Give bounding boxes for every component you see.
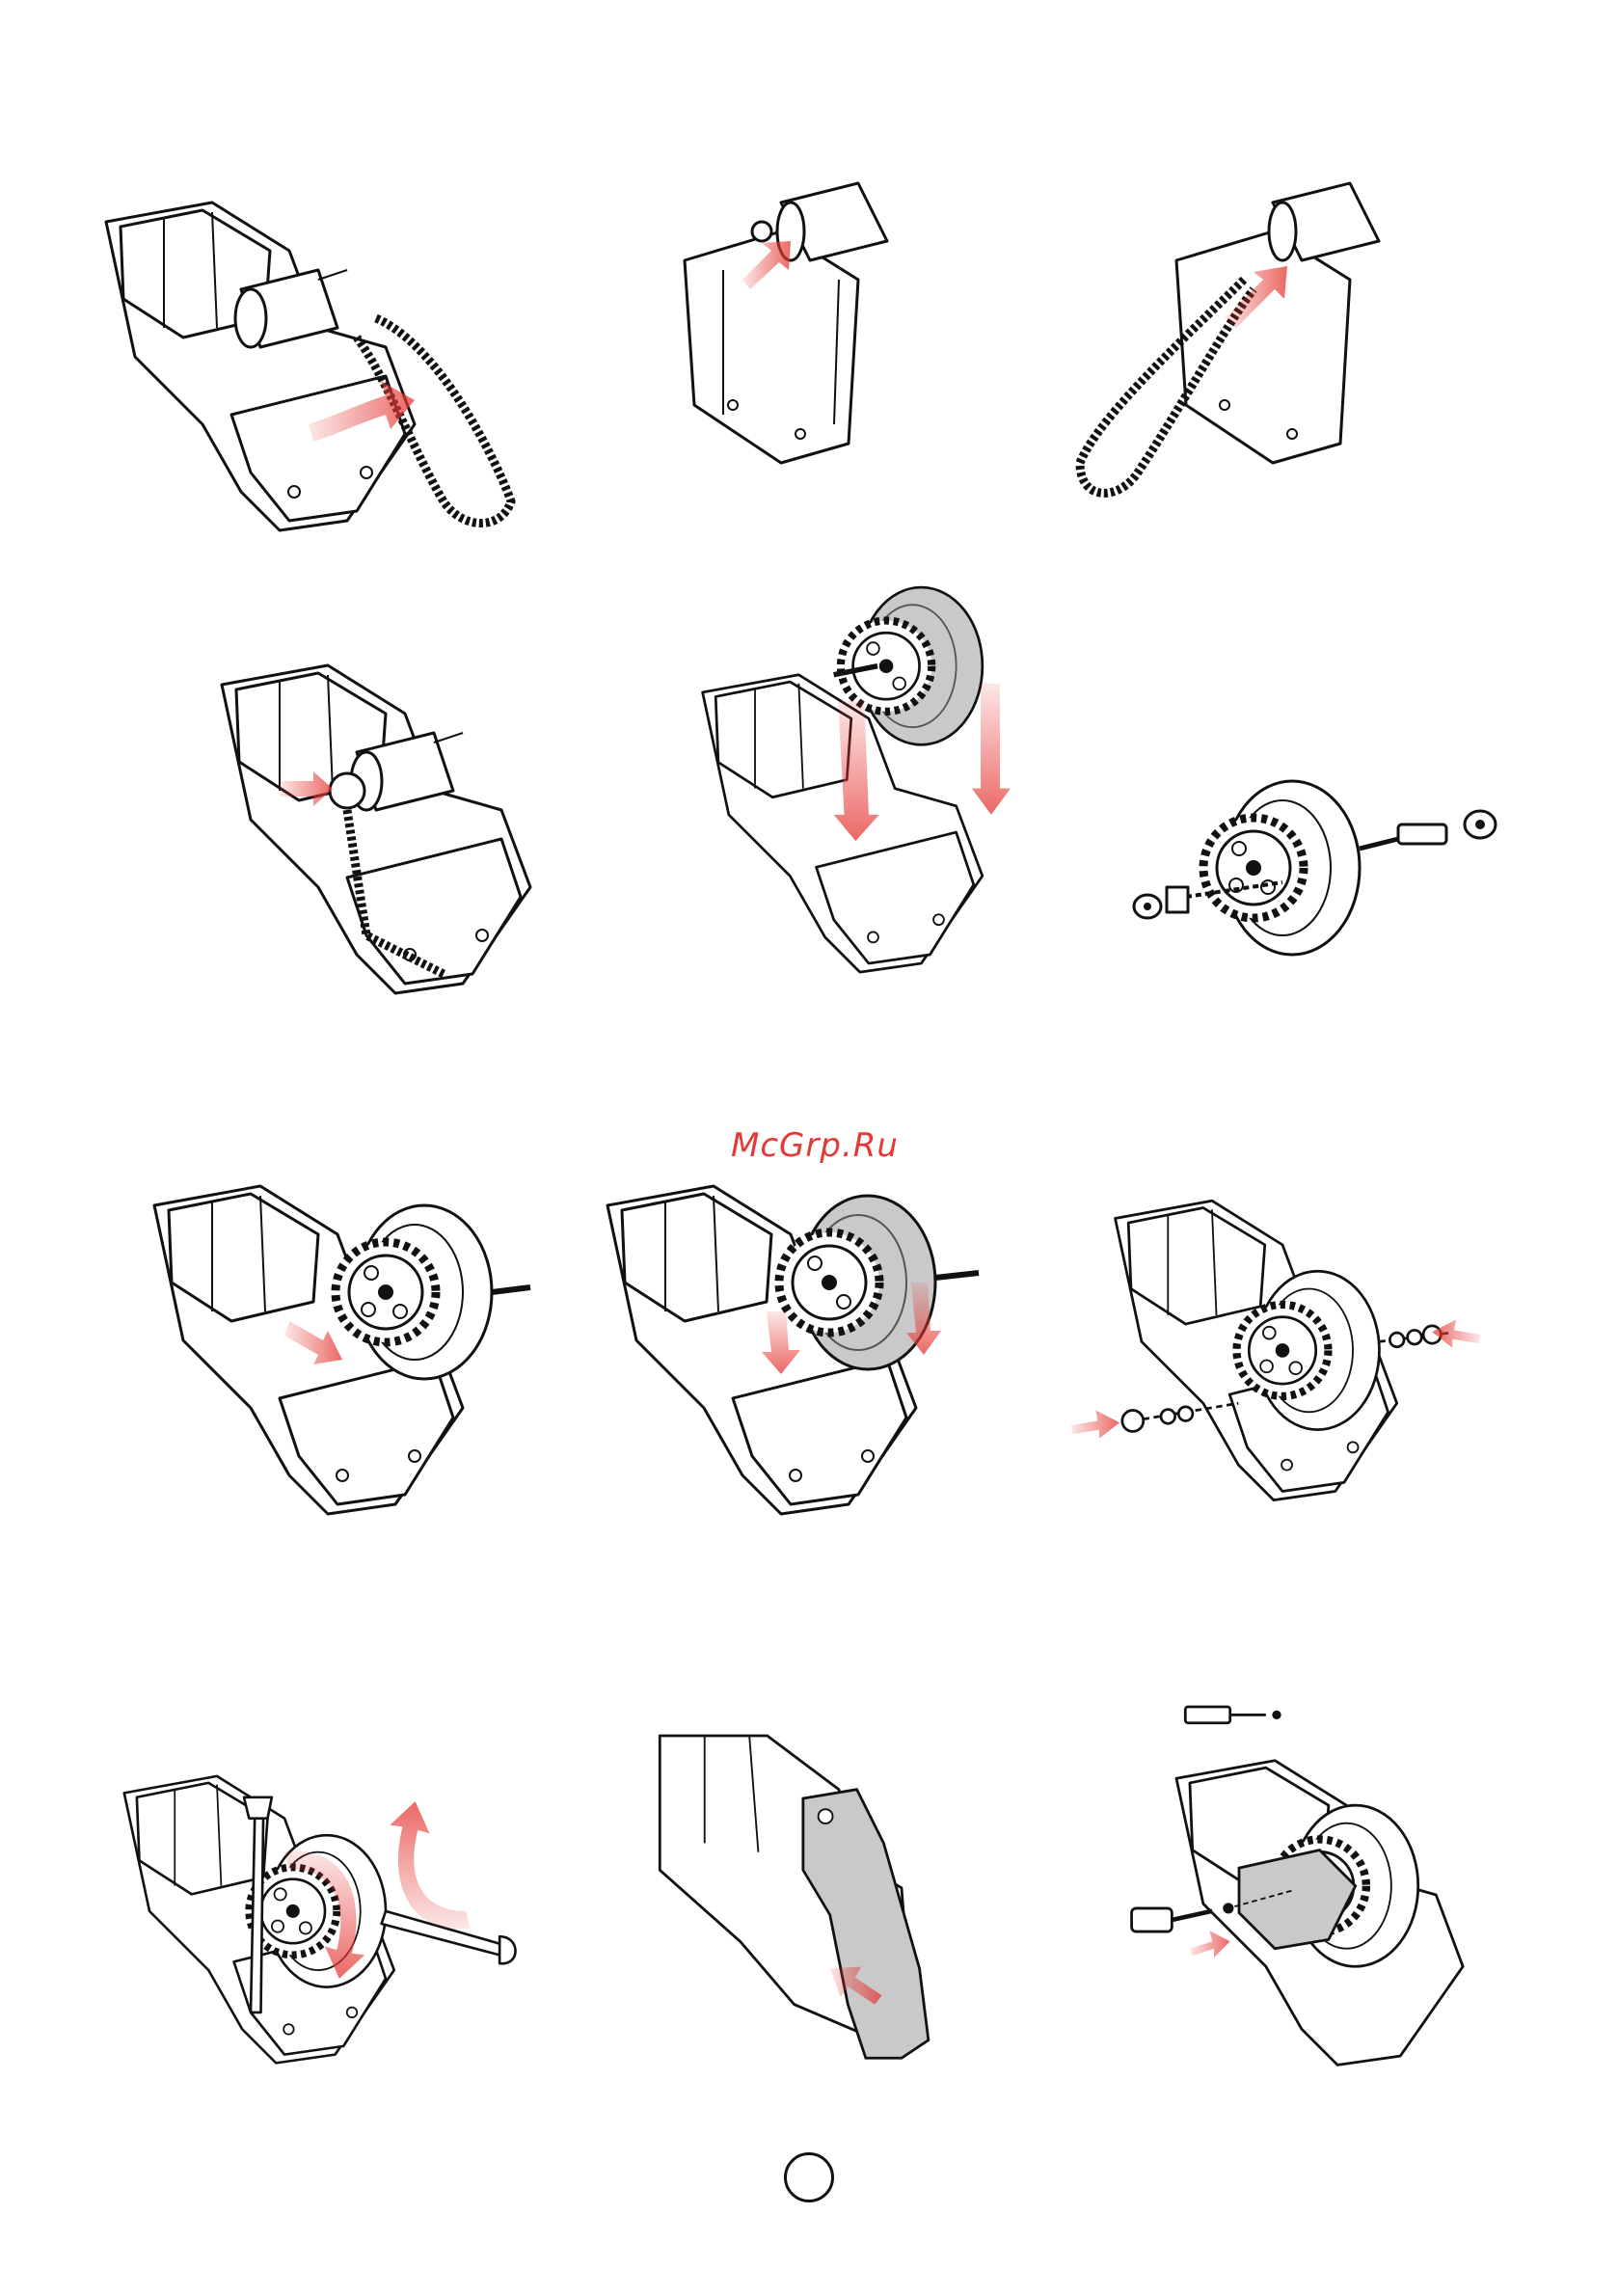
screwdriver-icon [1185, 1707, 1229, 1723]
red-arrow-icon [1190, 1931, 1230, 1958]
step-1-remove-chain [96, 183, 501, 559]
step-9-fasten-axle [1080, 1167, 1485, 1543]
step-5-lower-wheel [675, 579, 1080, 955]
washer-icon [1161, 1410, 1175, 1424]
page-number-circle [784, 2152, 834, 2202]
red-arrow-icon [390, 1801, 470, 1929]
red-arrow-icon [972, 684, 1011, 815]
spacer-icon [1167, 887, 1188, 912]
red-arrow-icon [1071, 1411, 1119, 1439]
step-6-wheel-assembly-parts [1119, 694, 1524, 1070]
step-10-tighten-with-wrench [116, 1736, 521, 2112]
step-7-seat-wheel [145, 1167, 550, 1543]
red-arrow-icon [1432, 1319, 1480, 1347]
screw-icon [1223, 1903, 1233, 1913]
screw-icon [1272, 1711, 1281, 1719]
sprocket-icon [752, 222, 771, 241]
watermark-text: McGrp.Ru [718, 1126, 911, 1165]
step-11-install-chain-guard [636, 1736, 1041, 2112]
screwdriver-icon [1132, 1908, 1173, 1931]
washer-icon [1408, 1330, 1422, 1344]
washer-icon [1178, 1407, 1193, 1421]
step-2-attach-sprocket [665, 174, 1070, 550]
nut-icon [1122, 1411, 1144, 1432]
step-4-sprocket-mount [212, 646, 617, 1022]
washer-icon [1389, 1333, 1404, 1347]
step-3-install-chain [1061, 174, 1466, 550]
sprocket-icon [330, 773, 364, 808]
spacer-icon [1398, 824, 1446, 844]
step-8-gray-wheel [598, 1167, 1003, 1543]
step-12-secure-with-screw [1099, 1707, 1504, 2083]
